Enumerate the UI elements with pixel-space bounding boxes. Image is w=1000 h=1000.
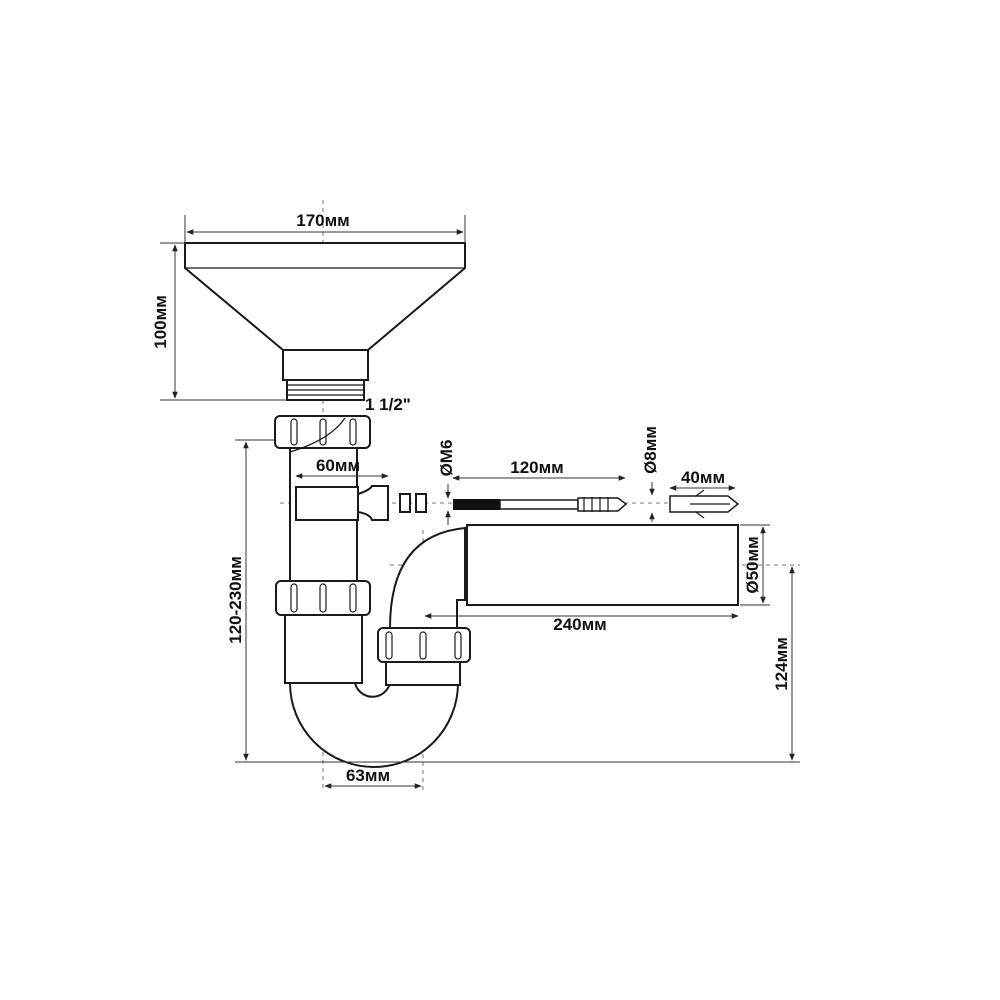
funnel-width-label: 170мм bbox=[296, 211, 350, 230]
dowel-diameter-label: Ø8мм bbox=[641, 426, 660, 474]
outlet-pipe bbox=[388, 524, 739, 629]
funnel bbox=[184, 242, 466, 401]
screw bbox=[453, 497, 628, 512]
u-bend bbox=[288, 627, 471, 768]
thread-label: 1 1/2" bbox=[365, 395, 411, 414]
wall-bracket bbox=[295, 485, 427, 521]
dimension-lines bbox=[160, 215, 800, 789]
height-range-label: 120-230мм bbox=[226, 556, 245, 644]
outlet-diameter-label: Ø50мм bbox=[743, 536, 762, 593]
trap-offset-label: 63мм bbox=[346, 766, 390, 785]
funnel-height-label: 100мм bbox=[151, 295, 170, 349]
outlet-height-label: 124мм bbox=[772, 637, 791, 691]
dowel-length-label: 40мм bbox=[681, 468, 725, 487]
bolt-length-label: 120мм bbox=[510, 458, 564, 477]
outlet-length-label: 240мм bbox=[553, 615, 607, 634]
dowel bbox=[669, 489, 740, 519]
bracket-length-label: 60мм bbox=[316, 456, 360, 475]
bolt-diameter-label: ØM6 bbox=[437, 440, 456, 477]
